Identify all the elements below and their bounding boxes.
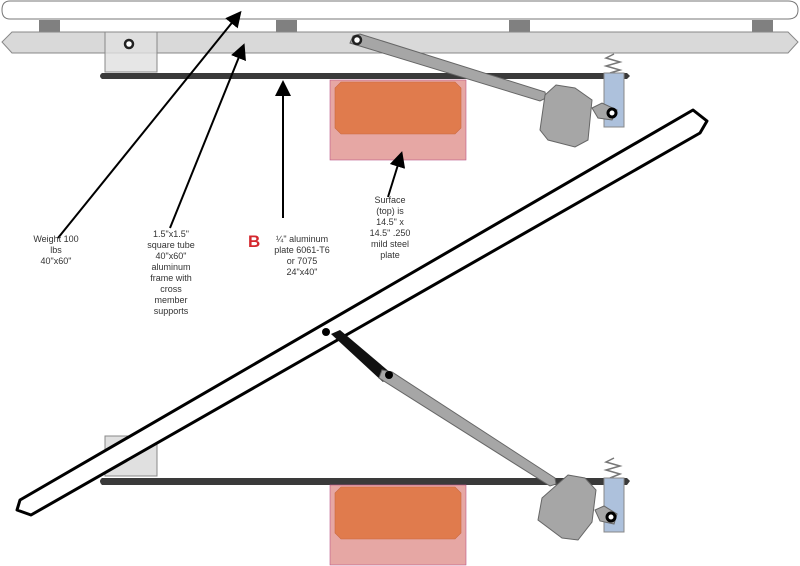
cam-weight xyxy=(537,474,597,541)
hinge-pivot xyxy=(123,38,135,50)
spacer-block xyxy=(752,20,773,32)
latch-pivot xyxy=(605,511,617,523)
spacer-block xyxy=(39,20,60,32)
spacer-block xyxy=(276,20,297,32)
spacer-block xyxy=(509,20,530,32)
closed-assembly xyxy=(1,0,799,161)
cam-weight xyxy=(539,84,593,148)
arrow-weight xyxy=(57,10,242,239)
aluminum-plate xyxy=(100,478,630,485)
label-letter-b: B xyxy=(248,232,261,251)
latch-pivot xyxy=(606,107,618,119)
aluminum-plate xyxy=(100,73,630,79)
aluminum-frame-tube xyxy=(1,31,799,54)
arm-pivot xyxy=(351,34,363,46)
spring xyxy=(603,53,623,74)
open-assembly xyxy=(15,108,709,566)
arm-pivot xyxy=(385,371,393,379)
hinge-bracket xyxy=(104,31,158,73)
surface-plate-inner xyxy=(334,486,462,540)
surface-plate-inner xyxy=(334,81,462,135)
arrow-surface xyxy=(387,151,406,198)
label-weight: Weight 100 lbs 40"x60" xyxy=(33,234,79,266)
frame-link xyxy=(331,330,392,382)
label-plate: ¼" aluminum plate 6061-T6 or 7075 24"x40… xyxy=(274,234,330,277)
label-frame: 1.5"x1.5" square tube 40"x60" aluminum f… xyxy=(147,229,195,316)
lift-arm xyxy=(378,369,557,487)
label-surface: Surface (top) is 14.5" x 14.5" .250 mild… xyxy=(369,195,411,260)
frame-pivot xyxy=(322,328,330,336)
tilted-frame-tube xyxy=(15,108,709,517)
table-top-board xyxy=(1,0,799,20)
spring xyxy=(603,457,623,479)
arrow-frame xyxy=(169,43,246,229)
